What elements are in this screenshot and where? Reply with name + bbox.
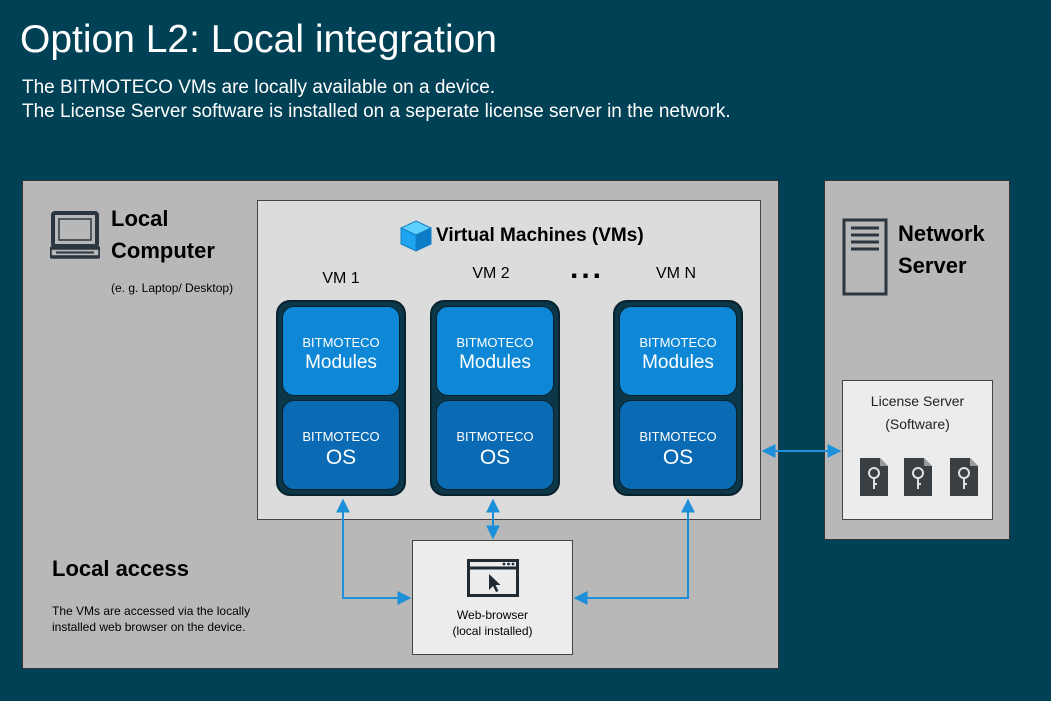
vm-1: BITMOTECO Modules BITMOTECO OS bbox=[276, 300, 406, 496]
network-server-title-1: Network bbox=[898, 221, 985, 246]
vm-2-os-label: OS bbox=[479, 446, 511, 469]
vm-1-os: BITMOTECO OS bbox=[282, 400, 400, 490]
vm-2-modules-label: Modules bbox=[459, 352, 531, 373]
subtitle-line-2: The License Server software is installed… bbox=[22, 101, 731, 122]
license-label-2: (Software) bbox=[885, 416, 950, 432]
vm-n: BITMOTECO Modules BITMOTECO OS bbox=[613, 300, 743, 496]
server-tower-icon bbox=[842, 218, 888, 301]
vm-n-os: BITMOTECO OS bbox=[619, 400, 737, 490]
vm-n-modules-brand: BITMOTECO bbox=[639, 335, 717, 350]
vm-2-label: VM 2 bbox=[472, 265, 510, 282]
vm-1-os-brand: BITMOTECO bbox=[302, 429, 380, 444]
local-computer-title-1: Local bbox=[111, 206, 169, 231]
vm-n-os-label: OS bbox=[662, 446, 694, 469]
vm-n-modules-label: Modules bbox=[642, 352, 714, 373]
vm-n-label: VM N bbox=[656, 265, 696, 282]
cube-icon bbox=[399, 220, 433, 257]
browser-label-2: (local installed) bbox=[452, 624, 533, 638]
vm-1-modules: BITMOTECO Modules bbox=[282, 306, 400, 396]
vm-2-modules: BITMOTECO Modules bbox=[436, 306, 554, 396]
vm-2-modules-brand: BITMOTECO bbox=[456, 335, 534, 350]
web-browser-box: Web-browser (local installed) bbox=[412, 540, 573, 655]
network-server-title-2: Server bbox=[898, 253, 967, 278]
browser-window-icon bbox=[466, 559, 519, 597]
license-file-icon-1 bbox=[860, 458, 888, 501]
local-computer-title-2: Computer bbox=[111, 238, 215, 263]
vm-n-modules: BITMOTECO Modules bbox=[619, 306, 737, 396]
vm-1-os-label: OS bbox=[325, 446, 357, 469]
license-file-icon-2 bbox=[904, 458, 932, 501]
vm-n-os-brand: BITMOTECO bbox=[639, 429, 717, 444]
license-server-box: License Server (Software) bbox=[842, 380, 993, 520]
vm-1-label: VM 1 bbox=[322, 270, 360, 287]
local-access-line-2: installed web browser on the device. bbox=[52, 620, 246, 634]
license-file-icon-3 bbox=[950, 458, 978, 501]
local-access-title: Local access bbox=[52, 556, 189, 581]
vm-1-modules-brand: BITMOTECO bbox=[302, 335, 380, 350]
laptop-icon bbox=[48, 210, 102, 265]
local-computer-note: (e. g. Laptop/ Desktop) bbox=[111, 281, 234, 295]
page-title: Option L2: Local integration bbox=[20, 18, 497, 61]
vm-2: BITMOTECO Modules BITMOTECO OS bbox=[430, 300, 560, 496]
vm-1-modules-label: Modules bbox=[305, 352, 377, 373]
browser-label-1: Web-browser bbox=[456, 608, 529, 622]
local-access-line-1: The VMs are accessed via the locally bbox=[52, 604, 251, 618]
vm-2-os-brand: BITMOTECO bbox=[456, 429, 534, 444]
vm-area-title: Virtual Machines (VMs) bbox=[436, 225, 644, 246]
vm-2-os: BITMOTECO OS bbox=[436, 400, 554, 490]
license-label-1: License Server bbox=[870, 393, 965, 409]
vm-ellipsis: ... bbox=[570, 252, 605, 285]
subtitle-line-1: The BITMOTECO VMs are locally available … bbox=[22, 77, 496, 98]
